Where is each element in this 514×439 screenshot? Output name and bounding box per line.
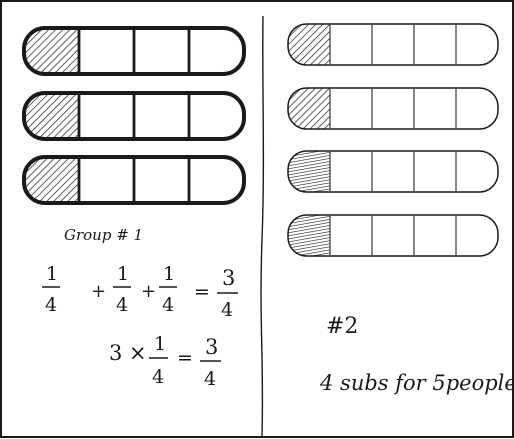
right-bar-4-shaded-part [288,215,330,256]
equals-sign-1: = [194,281,210,303]
right-bar-2-shaded-part [288,88,330,129]
equation-multiplication: 3 × 1 4 = 3 4 [109,333,221,390]
result-2-denominator: 4 [204,368,216,390]
left-bar-1 [24,28,244,74]
caption: 4 subs for 5people [319,371,514,395]
fraction-3-denominator: 4 [162,294,174,316]
right-bar-2 [288,88,498,129]
equation-addition: 1 4 + 1 4 + 1 4 = 3 4 [42,263,238,321]
term-denominator: 4 [152,366,164,388]
plus-sign-2: + [141,281,156,302]
fraction-2-denominator: 4 [116,294,128,316]
right-bar-1 [288,24,498,65]
right-bar-3 [288,151,498,192]
multiplier: 3 × [109,341,147,365]
equals-sign-2: = [177,347,193,369]
left-bar-2-shaded-part [24,93,79,139]
right-bar-3-shaded-part [288,151,330,192]
result-1-denominator: 4 [221,299,233,321]
left-bar-3-shaded-part [24,157,79,203]
plus-sign-1: + [91,281,106,302]
panel-divider [261,16,263,436]
result-2-numerator: 3 [205,335,218,359]
fraction-1-numerator: 1 [46,263,58,285]
number-label: #2 [326,314,358,339]
left-bar-1-shaded-part [24,28,79,74]
right-bar-1-shaded-part [288,24,330,65]
fraction-1-denominator: 4 [45,294,57,316]
fraction-2-numerator: 1 [117,263,129,285]
left-bar-3 [24,157,244,203]
right-bar-4 [288,215,498,256]
fraction-3-numerator: 1 [163,263,175,285]
left-bars [24,28,244,203]
term-numerator: 1 [154,333,166,355]
result-1-numerator: 3 [222,266,235,290]
group-label: Group # 1 [64,226,143,244]
right-bars [288,24,498,256]
left-bar-2 [24,93,244,139]
